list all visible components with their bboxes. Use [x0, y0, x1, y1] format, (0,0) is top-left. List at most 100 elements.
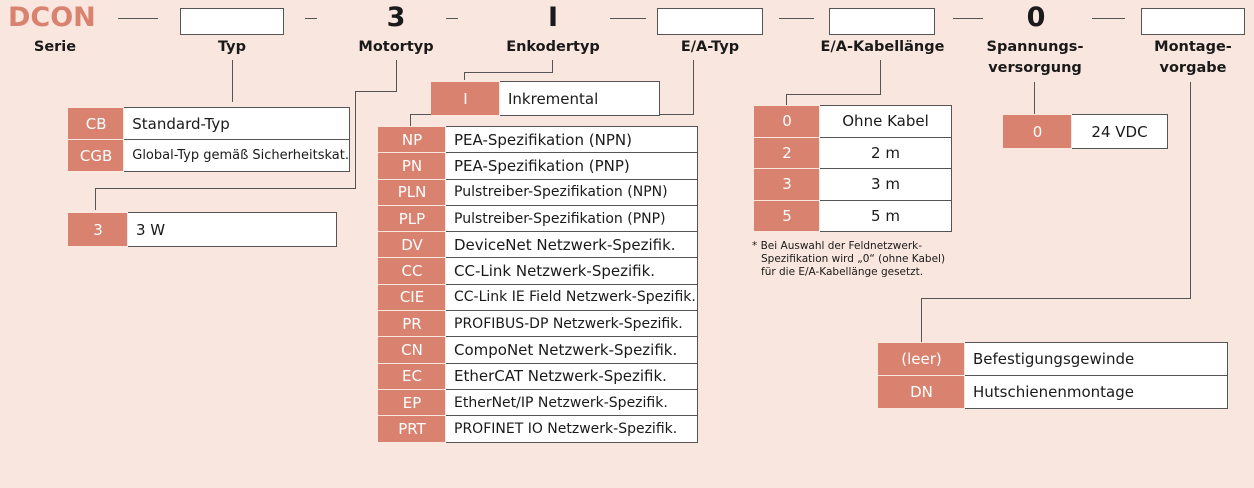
option-description: Standard-Typ: [123, 107, 350, 140]
label-serie: Serie: [33, 39, 77, 55]
option-description: 24 VDC: [1071, 114, 1168, 149]
encoder-value: I: [547, 2, 559, 33]
option-code: I: [431, 81, 500, 116]
mount-slot: [1141, 8, 1245, 35]
connector-line: [921, 298, 1191, 299]
connector-line: [921, 298, 922, 342]
connector-line: [355, 91, 397, 92]
label-enkodertyp: Enkodertyp: [506, 39, 600, 55]
connector-line: [410, 114, 411, 126]
footnote-line: * Bei Auswahl der Feldnetzwerk-: [752, 240, 923, 252]
option-code: CGB: [67, 139, 125, 172]
connector-line: [786, 94, 881, 95]
option-code: EP: [378, 388, 446, 417]
option-code: NP: [378, 125, 446, 154]
motor-value: 3: [386, 2, 406, 33]
connector-line: [396, 60, 397, 91]
option-description: 2 m: [819, 136, 952, 169]
label-spannung-2: versorgung: [988, 60, 1082, 76]
label-typ: Typ: [217, 39, 246, 55]
separator-dash: [610, 18, 646, 19]
option-code: 0: [1003, 114, 1072, 149]
connector-line: [1034, 82, 1035, 114]
footnote-line: Spezifikation wird „0“ (ohne Kabel): [761, 253, 946, 265]
connector-line: [464, 72, 553, 73]
io-type-slot: [657, 8, 763, 35]
option-code: 3: [754, 168, 820, 201]
option-description: CompoNet Netzwerk-Spezifik.: [445, 336, 698, 364]
table-row: (leer) Befestigungsgewinde: [878, 342, 1228, 376]
option-code: EC: [378, 362, 446, 390]
option-description: Hutschienenmontage: [964, 375, 1228, 409]
option-code: CN: [378, 336, 446, 364]
table-row: CGB Global-Typ gemäß Sicherheitskat.: [67, 139, 350, 172]
separator-dash: [779, 18, 814, 19]
label-motortyp: Motortyp: [358, 39, 434, 55]
option-description: EtherCAT Netzwerk-Spezifik.: [445, 362, 698, 390]
label-montage-1: Montage-: [1154, 39, 1232, 55]
motor-options-table: 3 3 W: [68, 212, 337, 247]
option-code: CC: [378, 257, 446, 285]
option-description: PROFINET IO Netzwerk-Spezifik.: [445, 415, 698, 443]
label-ea-typ: E/A-Typ: [680, 39, 740, 55]
option-code: PN: [378, 152, 446, 180]
option-description: EtherNet/IP Netzwerk-Spezifik.: [445, 388, 698, 417]
option-description: PEA-Spezifikation (PNP): [445, 152, 698, 180]
connector-line: [880, 60, 881, 94]
separator-dash: [305, 18, 317, 19]
connector-line: [232, 60, 233, 102]
option-code: PRT: [378, 415, 446, 443]
option-code: PR: [378, 310, 446, 338]
option-description: Pulstreiber-Spezifikation (PNP): [445, 204, 698, 233]
option-code: CB: [67, 107, 125, 140]
option-code: DN: [878, 375, 965, 409]
connector-line: [693, 60, 694, 114]
option-description: Befestigungsgewinde: [964, 342, 1228, 376]
label-ea-kabellaenge: E/A-Kabellänge: [820, 39, 945, 55]
label-montage-2: vorgabe: [1159, 60, 1227, 76]
option-code: PLP: [378, 204, 446, 233]
separator-dash: [1092, 18, 1125, 19]
option-description: DeviceNet Netzwerk-Spezifik.: [445, 231, 698, 259]
connector-line: [786, 94, 787, 105]
option-description: Inkremental: [499, 81, 660, 116]
option-code: DV: [378, 231, 446, 259]
option-description: Global-Typ gemäß Sicherheitskat.: [123, 139, 350, 172]
connector-line: [464, 72, 465, 80]
table-row: 0 24 VDC: [1003, 114, 1168, 149]
table-row: DN Hutschienenmontage: [878, 375, 1228, 409]
table-row: I Inkremental: [431, 81, 660, 116]
table-row: 3 3 W: [68, 212, 337, 247]
option-code: PLN: [378, 178, 446, 206]
table-row: CB Standard-Typ: [67, 107, 350, 140]
option-description: 3 W: [127, 212, 337, 247]
label-spannung-1: Spannungs-: [986, 39, 1084, 55]
option-code: (leer): [878, 342, 965, 376]
power-options-table: 0 24 VDC: [1003, 114, 1168, 149]
typ-slot: [180, 8, 284, 35]
mount-options-table: (leer) Befestigungsgewinde DN Hutschiene…: [878, 342, 1228, 409]
option-description: PEA-Spezifikation (NPN): [445, 125, 698, 154]
separator-dash: [953, 18, 983, 19]
option-code: 0: [754, 105, 820, 138]
series-code: DCON: [8, 2, 96, 33]
power-value: 0: [1026, 2, 1046, 33]
cable-length-slot: [829, 8, 935, 35]
option-code: 3: [68, 212, 128, 247]
option-description: 3 m: [819, 168, 952, 201]
option-description: 5 m: [819, 199, 952, 232]
